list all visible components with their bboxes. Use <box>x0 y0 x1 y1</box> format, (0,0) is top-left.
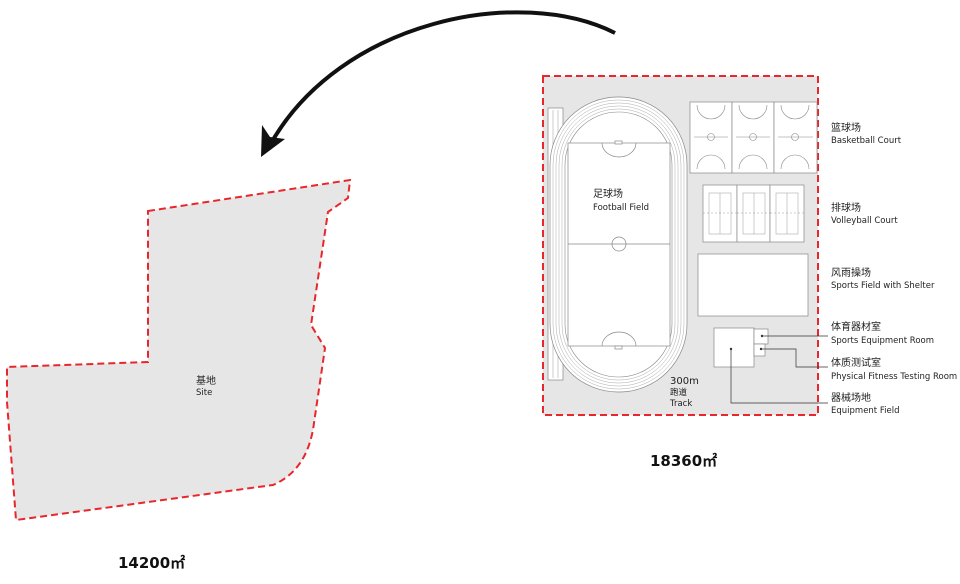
equipment-room-label-en: Sports Equipment Room <box>831 336 934 346</box>
shelter-label-en: Sports Field with Shelter <box>831 281 935 291</box>
arrow-head-icon <box>261 125 285 157</box>
volleyball-label-en: Volleyball Court <box>831 216 898 226</box>
sports-field-shelter <box>697 253 809 317</box>
football-field <box>567 142 671 347</box>
transfer-arrow <box>268 10 616 146</box>
football-label-en: Football Field <box>593 203 649 213</box>
track-length: 300m <box>670 376 699 387</box>
volleyball-courts <box>702 184 805 243</box>
equipment-field-label-en: Equipment Field <box>831 406 899 416</box>
football-label-zh: 足球场 <box>593 187 623 200</box>
fitness-room-label-zh: 体质测试室 <box>831 356 881 369</box>
site-boundary <box>6 178 352 522</box>
equipment-field-label-zh: 器械场地 <box>831 391 871 404</box>
shelter-label-zh: 风雨操场 <box>831 266 871 279</box>
basketball-label-zh: 篮球场 <box>831 121 861 134</box>
equipment-room-label-zh: 体育器材室 <box>831 320 881 333</box>
site-area: 14200㎡ <box>118 554 185 572</box>
site-label-en: Site <box>196 388 212 398</box>
fitness-room-label-en: Physical Fitness Testing Room <box>831 372 957 382</box>
basketball-courts <box>689 101 818 174</box>
site-label-zh: 基地 <box>196 374 216 387</box>
running-track <box>547 96 688 393</box>
volleyball-label-zh: 排球场 <box>831 201 861 214</box>
track-label-zh: 跑道 <box>670 387 688 398</box>
program-area: 18360㎡ <box>650 452 717 470</box>
track-label-en: Track <box>669 399 692 409</box>
basketball-label-en: Basketball Court <box>831 136 902 146</box>
equipment-area <box>713 327 828 404</box>
